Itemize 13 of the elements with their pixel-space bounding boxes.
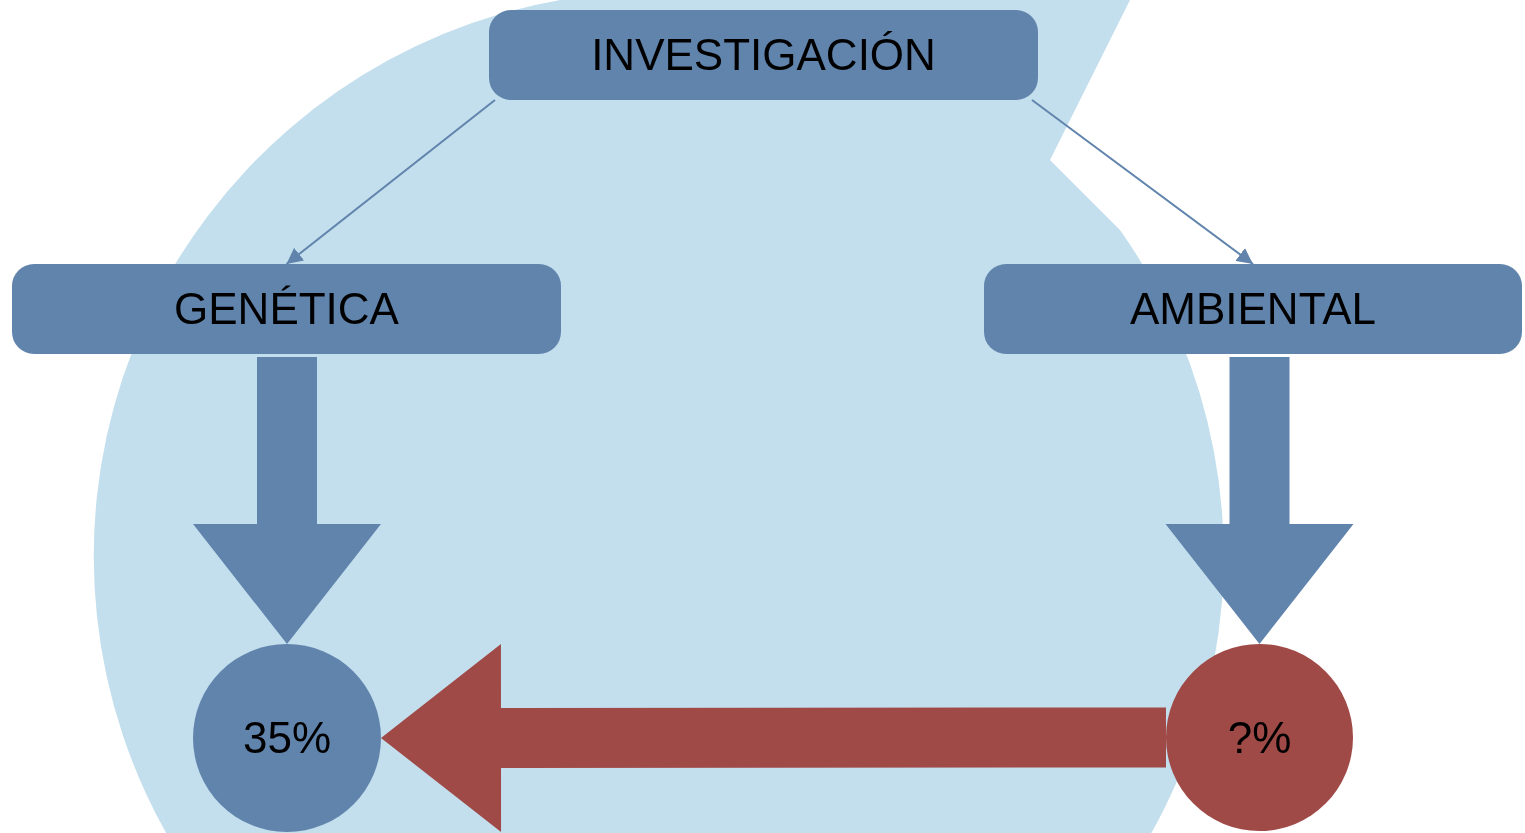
arrow xyxy=(285,99,496,265)
node-label: 35% xyxy=(242,713,332,763)
category-box xyxy=(489,10,1038,100)
category-box xyxy=(984,264,1522,354)
arrow xyxy=(1031,99,1254,265)
node-label: ?% xyxy=(1227,712,1292,763)
block-arrow xyxy=(193,357,381,644)
category-box xyxy=(12,264,561,354)
block-arrow xyxy=(381,643,1166,832)
block-arrow xyxy=(1165,357,1354,644)
node-label: GENÉTICA xyxy=(174,284,399,334)
node-label: INVESTIGACIÓN xyxy=(591,30,936,80)
node-label: AMBIENTAL xyxy=(1129,284,1377,334)
